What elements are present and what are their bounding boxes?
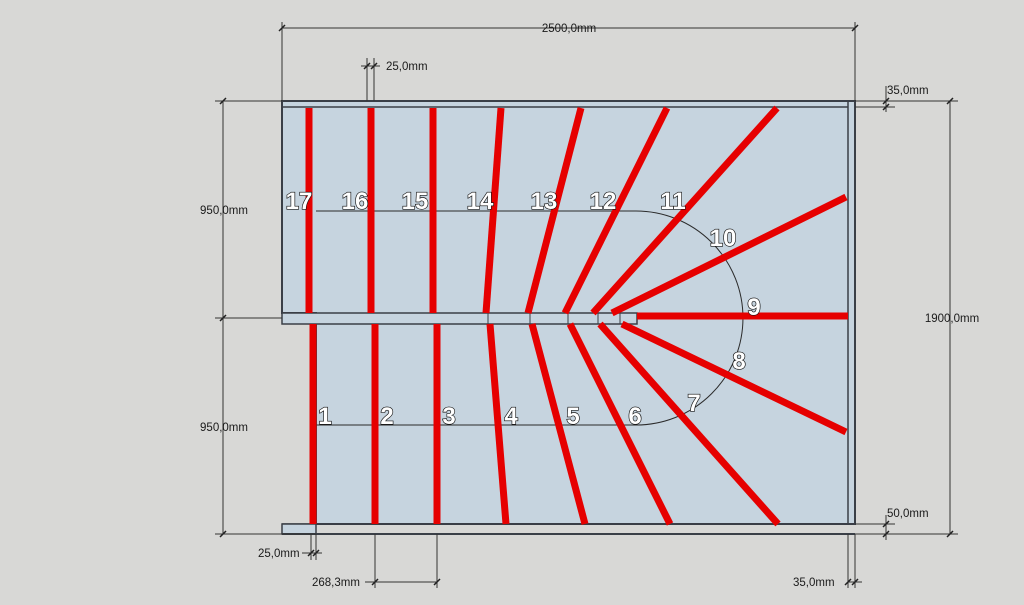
dim-top-wall: 35,0mm (887, 85, 929, 97)
dim-tread-width: 25,0mm (386, 61, 428, 73)
step-number-9: 9 (747, 294, 760, 321)
step-numbers: 1 2 3 4 5 6 7 8 9 10 11 12 13 14 15 16 1… (285, 187, 761, 430)
step-number-4: 4 (504, 403, 518, 430)
tread-14 (482, 107, 505, 314)
step-number-13: 13 (531, 188, 558, 215)
dim-upper-flight: 950,0mm (200, 205, 248, 217)
step-number-10: 10 (710, 225, 737, 252)
step-number-2: 2 (380, 403, 393, 430)
step-number-3: 3 (442, 403, 455, 430)
tread-6 (566, 322, 674, 526)
central-beam (281, 312, 638, 325)
step-number-5: 5 (566, 403, 579, 430)
dim-right-wall: 35,0mm (793, 577, 835, 589)
step-number-6: 6 (628, 403, 641, 430)
dim-lower-flight: 950,0mm (200, 422, 248, 434)
tread-10 (610, 193, 848, 317)
step-number-15: 15 (402, 188, 429, 215)
tread-13 (524, 107, 585, 314)
tread-5 (528, 323, 589, 525)
bottom-left-ledge (281, 523, 317, 535)
step-number-17: 17 (286, 188, 313, 215)
dim-total-width: 2500,0mm (542, 23, 596, 35)
dim-tread-spacing: 268,3mm (312, 577, 360, 589)
step-number-7: 7 (687, 390, 700, 417)
dimension-ticks (219, 24, 954, 586)
step-number-12: 12 (590, 188, 617, 215)
dim-bottom-wall: 50,0mm (887, 508, 929, 520)
step-number-14: 14 (467, 188, 494, 215)
tread-12 (561, 106, 671, 315)
step-number-8: 8 (732, 348, 745, 375)
dimension-labels: 2500,0mm 25,0mm 35,0mm 950,0mm 950,0mm 1… (200, 23, 979, 589)
dim-first-tread: 25,0mm (258, 548, 300, 560)
dim-total-depth: 1900,0mm (925, 313, 979, 325)
step-number-16: 16 (342, 188, 369, 215)
tread-4 (486, 323, 510, 525)
tread-11 (590, 105, 780, 316)
tread-7 (597, 321, 781, 527)
dimension-lines (215, 22, 958, 588)
step-number-11: 11 (660, 188, 685, 215)
treads (305, 105, 848, 527)
tread-8 (620, 320, 848, 436)
step-number-1: 1 (318, 403, 331, 430)
